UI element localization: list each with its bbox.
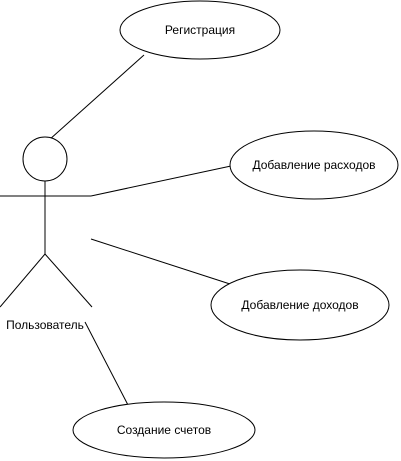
actor-left-leg — [0, 253, 46, 308]
usecase-add-expenses-label: Добавление расходов — [253, 158, 376, 172]
association-add-income — [90, 238, 231, 285]
association-add-expenses — [90, 165, 232, 197]
actor-right-leg — [44, 253, 93, 308]
usecase-add-income-label: Добавление доходов — [241, 298, 358, 312]
usecase-registration-label: Регистрация — [165, 23, 235, 37]
usecase-create-accounts-label: Создание счетов — [117, 423, 211, 437]
actor[interactable]: Пользователь — [0, 136, 93, 332]
usecase-registration[interactable]: Регистрация — [119, 0, 281, 60]
association-create-accounts — [84, 321, 129, 406]
usecase-registration-shape — [119, 0, 281, 60]
association-registration — [48, 54, 145, 141]
actor-label: Пользователь — [6, 318, 84, 332]
usecase-add-expenses[interactable]: Добавление расходов — [229, 130, 399, 200]
usecase-create-accounts[interactable]: Создание счетов — [72, 401, 256, 459]
usecase-add-expenses-shape — [229, 130, 399, 200]
usecase-create-accounts-shape — [72, 401, 256, 459]
usecase-add-income-shape — [210, 269, 390, 341]
usecase-add-income[interactable]: Добавление доходов — [210, 269, 390, 341]
actor-head — [22, 136, 68, 182]
